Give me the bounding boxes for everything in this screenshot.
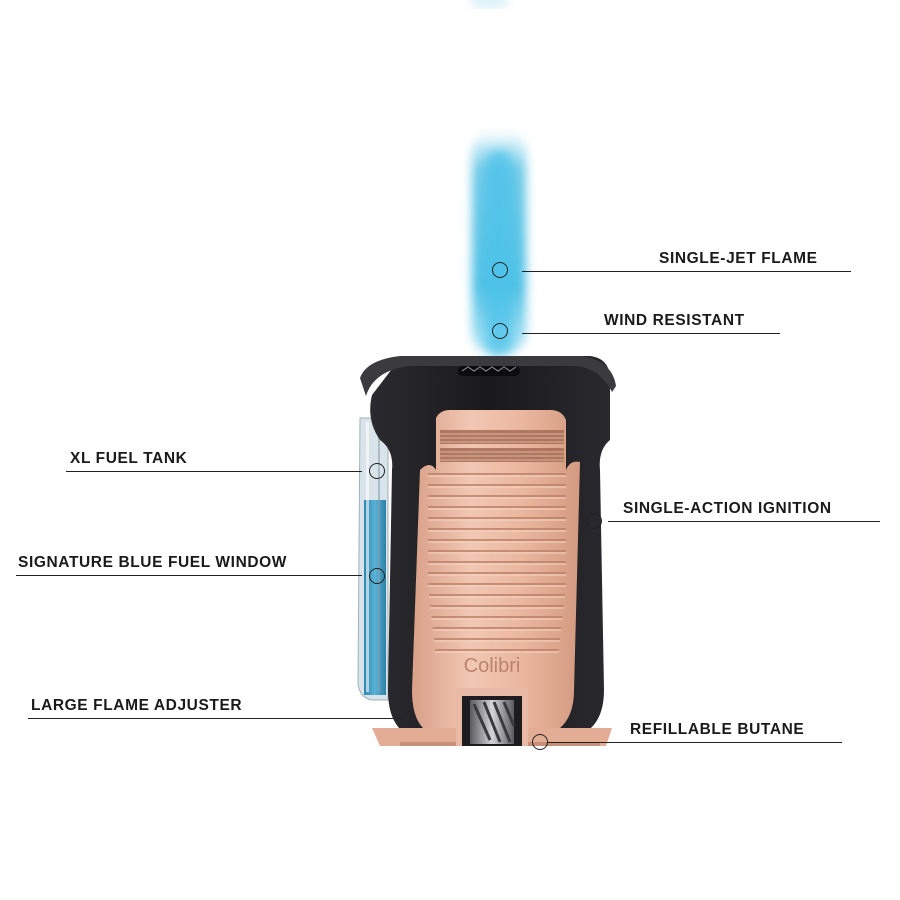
callout-single-action-ignition: SINGLE-ACTION IGNITION	[623, 500, 832, 517]
callout-marker-single-action-ignition	[586, 513, 602, 529]
callout-line-wind-resistant	[522, 333, 780, 334]
brand-logo: Colibri	[464, 655, 521, 677]
callout-line-signature-blue-fuel-window	[16, 575, 362, 576]
callout-line-large-flame-adjuster	[28, 718, 403, 719]
callout-single-jet-flame: SINGLE-JET FLAME	[659, 250, 818, 267]
callout-signature-blue-fuel-window: SIGNATURE BLUE FUEL WINDOW	[18, 554, 288, 571]
flame-vent	[458, 366, 520, 376]
callout-marker-refillable-butane	[532, 734, 548, 750]
callout-line-xl-fuel-tank	[66, 471, 362, 472]
callout-refillable-butane: REFILLABLE BUTANE	[630, 721, 805, 738]
callout-wind-resistant: WIND RESISTANT	[604, 312, 745, 329]
callout-marker-signature-blue-fuel-window	[369, 568, 385, 584]
callout-line-refillable-butane	[548, 742, 842, 743]
plate-ribs	[428, 473, 566, 653]
flame	[469, 0, 526, 355]
callout-line-single-jet-flame	[522, 271, 851, 272]
callout-line-single-action-ignition	[608, 521, 880, 522]
callout-marker-wind-resistant	[492, 323, 508, 339]
fuel-tank-window	[357, 417, 389, 701]
callout-large-flame-adjuster: LARGE FLAME ADJUSTER	[31, 697, 243, 714]
callout-marker-single-jet-flame	[492, 262, 508, 278]
flame-adjuster-knob	[456, 688, 528, 746]
callout-xl-fuel-tank: XL FUEL TANK	[70, 450, 188, 467]
copper-front-plate	[412, 410, 580, 734]
callout-marker-xl-fuel-tank	[369, 463, 385, 479]
